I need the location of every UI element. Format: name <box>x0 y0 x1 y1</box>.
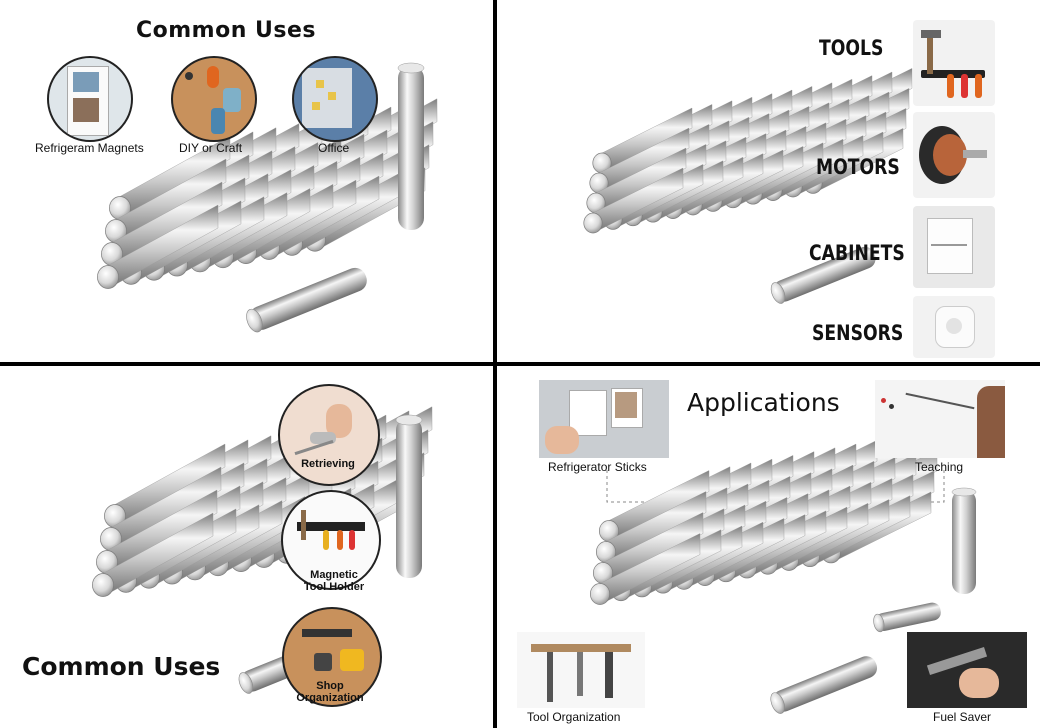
panel-title: Common Uses <box>136 18 317 43</box>
diy-craft-photo <box>171 56 257 142</box>
shop-organization-photo <box>282 607 382 707</box>
panel-common-uses: Common Uses Refrigeram Magnets DIY or Cr… <box>0 0 493 362</box>
loose-rod-magnet <box>770 246 876 304</box>
motors-label: MOTORS <box>816 155 900 179</box>
tools-photo <box>913 20 995 106</box>
tool-holder-photo <box>281 490 381 590</box>
panel-common-uses-2: Common Uses Retrieving Magnetic Tool Hol… <box>0 366 493 728</box>
teaching-photo <box>875 380 1005 458</box>
loose-rod-magnet <box>246 267 367 333</box>
retrieving-label: Retrieving <box>301 458 355 470</box>
panel-title: Applications <box>687 388 840 417</box>
retrieving-photo <box>278 384 380 486</box>
tool-organization-label: Tool Organization <box>527 710 621 724</box>
magnet-stack-illustration <box>583 68 913 304</box>
sensors-photo <box>913 296 995 358</box>
office-photo <box>292 56 378 142</box>
refrigerator-sticks-label: Refrigerator Sticks <box>548 460 647 474</box>
refrigerator-magnets-photo <box>47 56 133 142</box>
panel-applications: Applications Refrigerator Sticks Teachin… <box>497 366 1040 728</box>
sensors-label: SENSORS <box>812 321 904 345</box>
refrigerator-sticks-photo <box>539 380 669 458</box>
panel-industrial-uses: TOOLS MOTORS CABINETS SENSORS <box>497 0 1040 362</box>
panel-title: Common Uses <box>22 652 221 681</box>
cabinets-label: CABINETS <box>809 241 905 265</box>
diy-craft-label: DIY or Craft <box>179 141 243 155</box>
tool-organization-photo <box>517 632 645 708</box>
vertical-rod-magnet <box>398 66 424 230</box>
vertical-rod-magnet <box>952 490 976 594</box>
cabinets-photo <box>913 206 995 288</box>
shop-organization-label: Shop Organization <box>296 680 364 704</box>
divider-horizontal <box>0 362 1040 366</box>
motors-photo <box>913 112 995 198</box>
magnet-stack-illustration <box>97 62 438 333</box>
vertical-rod-magnet <box>396 418 422 578</box>
fuel-saver-label: Fuel Saver <box>933 710 992 724</box>
refrigerator-magnets-label: Refrigeram Magnets <box>35 141 144 155</box>
tools-label: TOOLS <box>819 36 884 60</box>
magnet-stack-illustration <box>589 428 977 714</box>
office-label: Office <box>318 141 350 155</box>
fuel-saver-photo <box>907 632 1027 708</box>
loose-rod-magnet <box>770 656 878 714</box>
teaching-label: Teaching <box>915 460 964 474</box>
tool-holder-label: Magnetic Tool Holder <box>303 569 365 593</box>
short-rod-magnet <box>873 602 941 633</box>
